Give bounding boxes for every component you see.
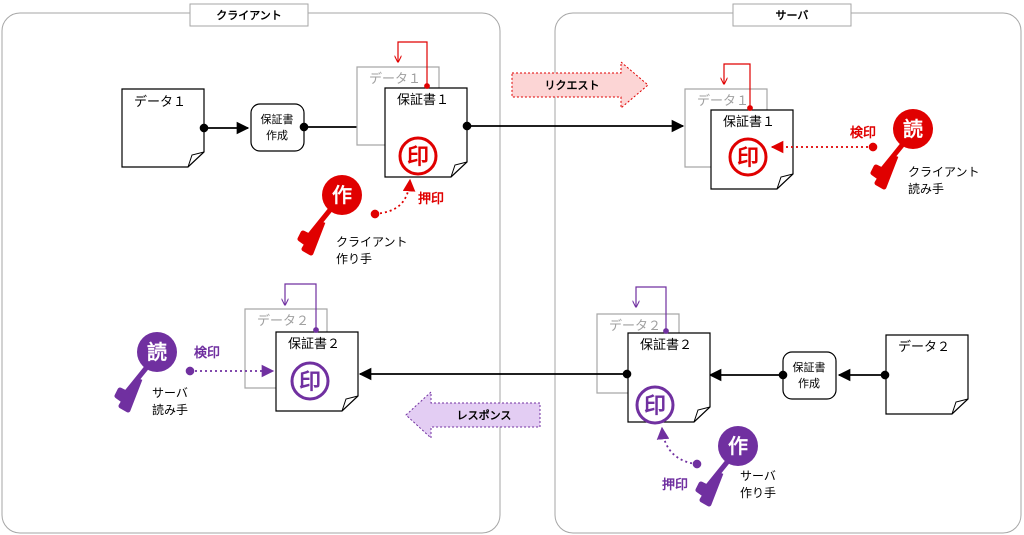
server-reader-key-icon: 読: [114, 332, 177, 413]
client-maker-label-line1: クライアント: [336, 235, 408, 249]
server-title: サーバ: [776, 9, 809, 22]
client-cert1-seal: 印: [398, 136, 438, 176]
client-reader-label-line2: 読み手: [908, 181, 944, 196]
server-cert-create-line2: 作成: [798, 377, 820, 390]
server-stamp-label: 押印: [662, 477, 688, 493]
server-data2-label: データ２: [898, 339, 950, 355]
server-verify-label: 検印: [850, 125, 876, 141]
client-cert1-label: 保証書１: [397, 93, 449, 108]
server-cert2-label: 保証書２: [640, 338, 692, 353]
client-verify-label: 検印: [194, 345, 220, 361]
client-cert1-seal-glyph: 印: [407, 145, 429, 170]
server-maker-label-line2: 作り手: [740, 486, 776, 500]
client-title: クライアント: [216, 9, 282, 22]
server-cert1-link: [724, 63, 750, 108]
client-cert-create-line1: 保証書: [261, 112, 294, 126]
server-cert-create-box: 保証書 作成: [782, 351, 837, 400]
client-title-box: [189, 3, 309, 27]
server-reader-label-line2: 読み手: [152, 402, 188, 417]
client-stamp-label: 押印: [418, 191, 444, 207]
client-cert1-link: [398, 41, 427, 86]
server-reader-key-glyph: 読: [147, 340, 167, 364]
request-label: リクエスト: [545, 79, 600, 92]
server-data2-doc: データ２: [885, 334, 969, 415]
server-cert2-back-label: データ２: [609, 318, 661, 334]
server-cert1-seal: 印: [728, 137, 768, 177]
server-reader-label-line1: サーバ: [152, 386, 188, 400]
server-cert1-back-label: データ１: [697, 93, 749, 109]
server-maker-key-glyph: 作: [728, 434, 748, 458]
client-cert-create-box: 保証書 作成: [250, 103, 305, 152]
client-maker-label-line2: 作り手: [336, 252, 372, 266]
client-reader-label-line1: クライアント: [908, 165, 980, 179]
client-maker-key-icon: 作: [297, 175, 362, 256]
server-cert1-label: 保証書１: [723, 115, 775, 130]
client-cert2-label: 保証書２: [288, 337, 340, 352]
client-reader-key-glyph: 読: [903, 117, 923, 141]
server-maker-label-line1: サーバ: [740, 469, 776, 483]
request-arrow: リクエスト: [511, 60, 649, 110]
server-cert-create-line1: 保証書: [793, 360, 826, 374]
client-cert2-seal-glyph: 印: [299, 370, 321, 395]
client-cert2-back-label: データ２: [257, 313, 309, 329]
client-reader-key-icon: 読: [870, 109, 933, 190]
client-cert-create-line2: 作成: [266, 129, 288, 142]
client-maker-key-glyph: 作: [332, 183, 352, 207]
server-maker-key-icon: 作: [695, 426, 758, 507]
client-cert2-link: [285, 283, 316, 330]
server-stamp-arrow: [656, 426, 702, 469]
client-stamp-arrow: [370, 178, 416, 219]
response-arrow: レスポンス: [405, 390, 541, 440]
server-title-box: [732, 3, 852, 27]
response-label: レスポンス: [457, 408, 512, 422]
client-data1-label: データ１: [134, 94, 186, 110]
server-cert2-seal-glyph: 印: [644, 394, 666, 419]
client-cert2-seal: 印: [290, 361, 330, 401]
server-cert2-seal: 印: [635, 385, 675, 425]
client-data1-doc: データ１: [121, 88, 205, 168]
server-cert1-seal-glyph: 印: [737, 146, 759, 171]
server-cert2-link: [636, 286, 666, 331]
client-cert1-back-label: データ１: [369, 71, 421, 87]
